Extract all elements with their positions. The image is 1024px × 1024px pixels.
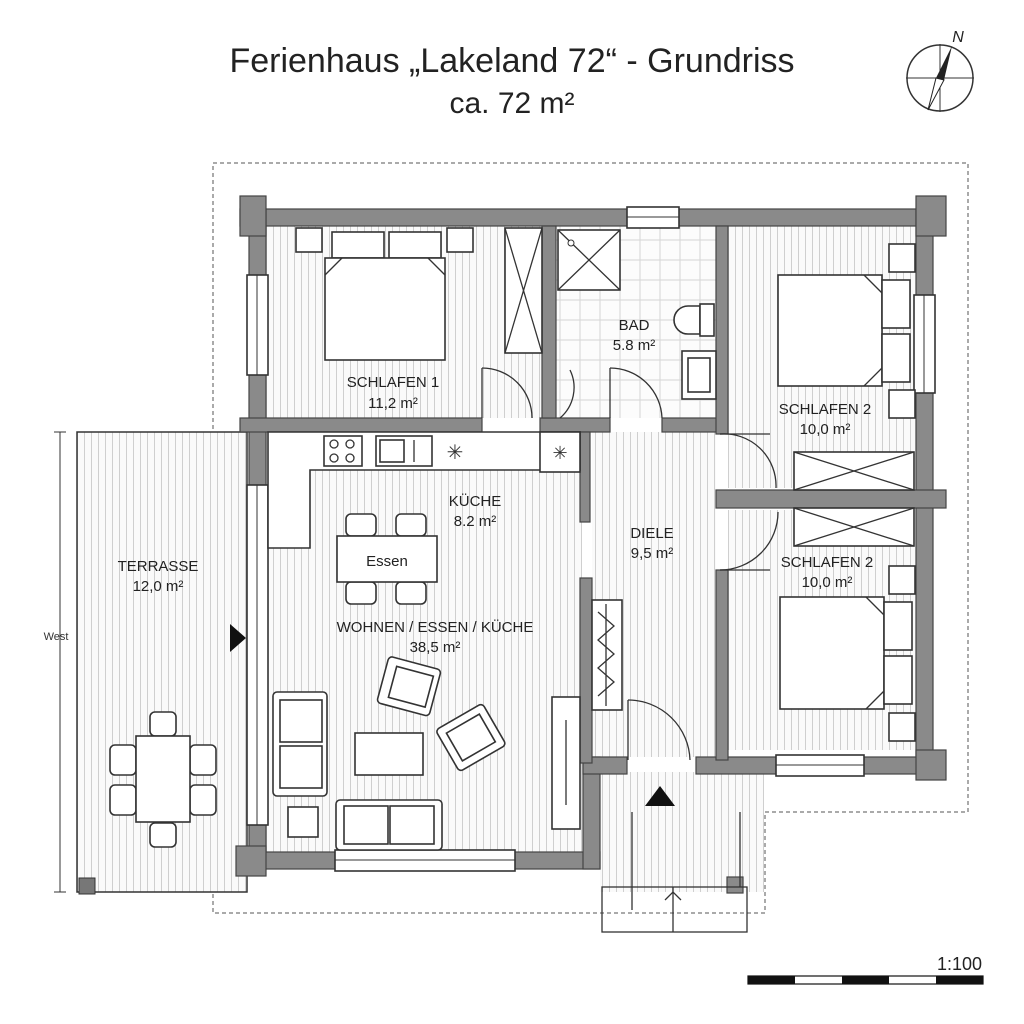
nightstand: [888, 712, 916, 742]
room-kueche-name: KÜCHE: [449, 492, 502, 510]
coat-rack: [591, 599, 623, 711]
room-wohnen-area: 38,5 m²: [410, 639, 461, 656]
double-bed: [777, 274, 883, 387]
bed-pillow: [883, 655, 913, 705]
door-bad: [559, 367, 663, 419]
scale-bar: [747, 975, 984, 985]
nightstand: [888, 565, 916, 595]
terrace-chair: [189, 744, 217, 776]
coffee-table: [354, 732, 424, 776]
wall-bad-schlafen2: [715, 225, 729, 435]
double-bed: [779, 596, 885, 710]
terrace-chair: [109, 744, 137, 776]
boiler-icon: ✳: [552, 443, 567, 464]
door-schlafen2-lower: [719, 511, 779, 571]
terrace-chair: [149, 711, 177, 737]
bed-pillow: [331, 231, 385, 259]
room-schlafen1-name: SCHLAFEN 1: [347, 374, 440, 391]
west-label: West: [44, 631, 69, 643]
nightstand: [888, 389, 916, 419]
north-label: N: [952, 29, 964, 46]
room-terrasse-area: 12,0 m²: [133, 578, 184, 595]
door-schlafen2-upper: [719, 433, 777, 489]
wall-east: [915, 208, 934, 770]
terrace-post: [78, 877, 96, 895]
side-table: [287, 806, 319, 838]
room-terrasse-name: TERRASSE: [118, 558, 199, 575]
wall-schlafen1-bad: [541, 225, 557, 419]
room-schlafen2a-area: 10,0 m²: [800, 421, 851, 438]
wall-diele-east-a: [715, 569, 729, 761]
bed-pillow: [881, 333, 911, 383]
room-diele-name: DIELE: [630, 525, 673, 542]
nightstand-right: [446, 227, 474, 253]
room-bad-area: 5.8 m²: [613, 337, 656, 354]
fridge-icon: ✳: [447, 440, 464, 464]
room-bad-name: BAD: [619, 317, 650, 334]
terrace-chair: [149, 822, 177, 848]
room-wohnen-name: WOHNEN / ESSEN / KÜCHE: [337, 618, 534, 636]
room-schlafen2b-name: SCHLAFEN 2: [781, 554, 874, 571]
wall-kitchen-diele: [579, 431, 591, 523]
bed-pillow: [388, 231, 442, 259]
dining-chair: [345, 513, 377, 537]
terrace-chair: [189, 784, 217, 816]
north-arrow-icon: [906, 44, 974, 112]
wall-schlafen1-south-b: [539, 417, 611, 433]
terrace-entry-arrow-icon: [230, 624, 246, 652]
terrace-table: [135, 735, 191, 823]
double-bed: [324, 257, 446, 361]
wall-entry-top: [582, 756, 628, 775]
utility-cabinet: [539, 431, 581, 473]
armchair: [376, 656, 442, 717]
entry-step: [601, 886, 748, 933]
dining-chair: [395, 513, 427, 537]
room-schlafen1-area: 11,2 m²: [368, 395, 418, 412]
wall-bedrooms-divider: [715, 489, 947, 509]
stove: [323, 435, 363, 467]
nightstand-left: [295, 227, 323, 253]
door-entry: [627, 699, 691, 761]
terrace-chair: [109, 784, 137, 816]
wall-living-diele: [579, 577, 593, 764]
bed-pillow: [883, 601, 913, 651]
bed-pillow: [881, 279, 911, 329]
wall-schlafen1-south-a: [239, 417, 483, 433]
door-schlafen1: [481, 367, 533, 419]
armchair: [436, 703, 506, 772]
room-schlafen2a-name: SCHLAFEN 2: [779, 401, 872, 418]
scale-label: 1:100: [937, 954, 982, 974]
toilet: [673, 305, 701, 335]
dining-chair: [345, 581, 377, 605]
room-kueche-area: 8.2 m²: [454, 513, 497, 530]
plan-title: Ferienhaus „Lakeland 72“ - Grundriss: [229, 42, 794, 80]
wall-north: [239, 208, 946, 227]
entry-post: [726, 876, 744, 894]
nightstand: [888, 243, 916, 273]
roof-outline: [212, 162, 969, 914]
dining-table-label: Essen: [366, 553, 408, 570]
dining-chair: [395, 581, 427, 605]
room-diele-area: 9,5 m²: [631, 545, 674, 562]
main-entry-arrow-icon: [645, 786, 675, 806]
entry-floor: [600, 772, 764, 892]
room-schlafen2b-area: 10,0 m²: [802, 574, 853, 591]
plan-subtitle: ca. 72 m²: [449, 87, 574, 120]
dining-table: [336, 535, 438, 583]
